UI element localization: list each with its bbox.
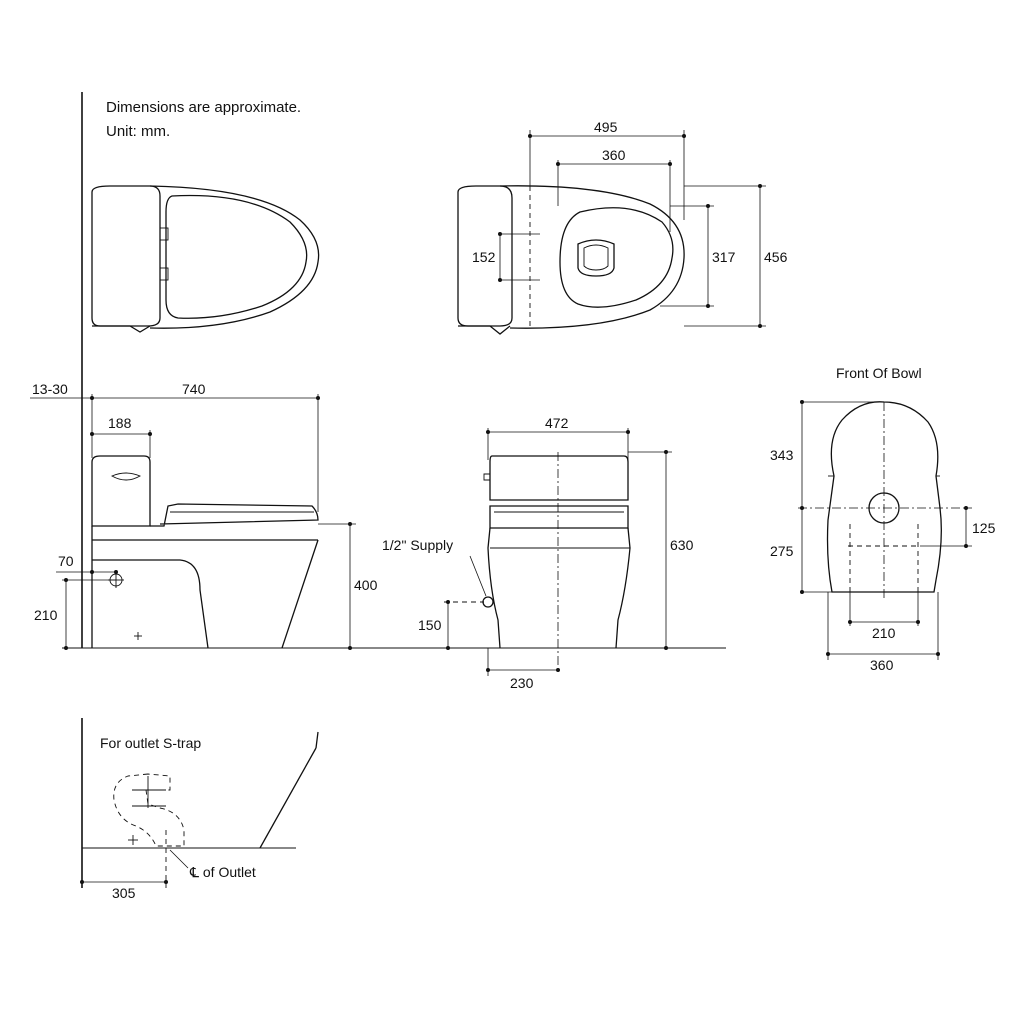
dim-343: 343 xyxy=(770,447,794,463)
dim-305: 305 xyxy=(112,885,136,901)
dim-125: 125 xyxy=(972,520,996,536)
top-view-plan xyxy=(91,185,320,333)
outlet-label: ℄ of Outlet xyxy=(189,864,256,880)
dim-360-top: 360 xyxy=(602,147,626,163)
s-trap-detail: For outlet S-trap ℄ of Outlet 305 xyxy=(80,718,319,901)
dim-152: 152 xyxy=(472,249,496,265)
dim-13-30: 13-30 xyxy=(32,381,68,397)
dim-230: 230 xyxy=(510,675,534,691)
dim-740: 740 xyxy=(182,381,206,397)
s-trap-title: For outlet S-trap xyxy=(100,735,201,751)
dim-188: 188 xyxy=(108,415,132,431)
dim-150: 150 xyxy=(418,617,442,633)
dim-210-side: 210 xyxy=(34,607,58,623)
side-elevation: 13-30 740 188 70 210 xyxy=(30,381,726,650)
dim-210-bowl: 210 xyxy=(872,625,896,641)
top-view-dimensioned: 495 360 152 317 456 xyxy=(457,119,788,335)
dim-317: 317 xyxy=(712,249,736,265)
dim-630: 630 xyxy=(670,537,694,553)
dim-360-bowl: 360 xyxy=(870,657,894,673)
front-of-bowl-view: Front Of Bowl 343 275 125 210 xyxy=(770,365,996,673)
note-unit: Unit: mm. xyxy=(106,123,170,140)
supply-label: 1/2" Supply xyxy=(382,537,453,553)
bowl-title: Front Of Bowl xyxy=(836,365,922,381)
dim-275: 275 xyxy=(770,543,794,559)
dim-456: 456 xyxy=(764,249,788,265)
note-approximate: Dimensions are approximate. xyxy=(106,99,301,116)
dim-472: 472 xyxy=(545,415,569,431)
dim-400: 400 xyxy=(354,577,378,593)
front-elevation: 472 1/2" Supply 150 630 230 xyxy=(382,415,694,691)
dim-70: 70 xyxy=(58,553,74,569)
dim-495: 495 xyxy=(594,119,618,135)
